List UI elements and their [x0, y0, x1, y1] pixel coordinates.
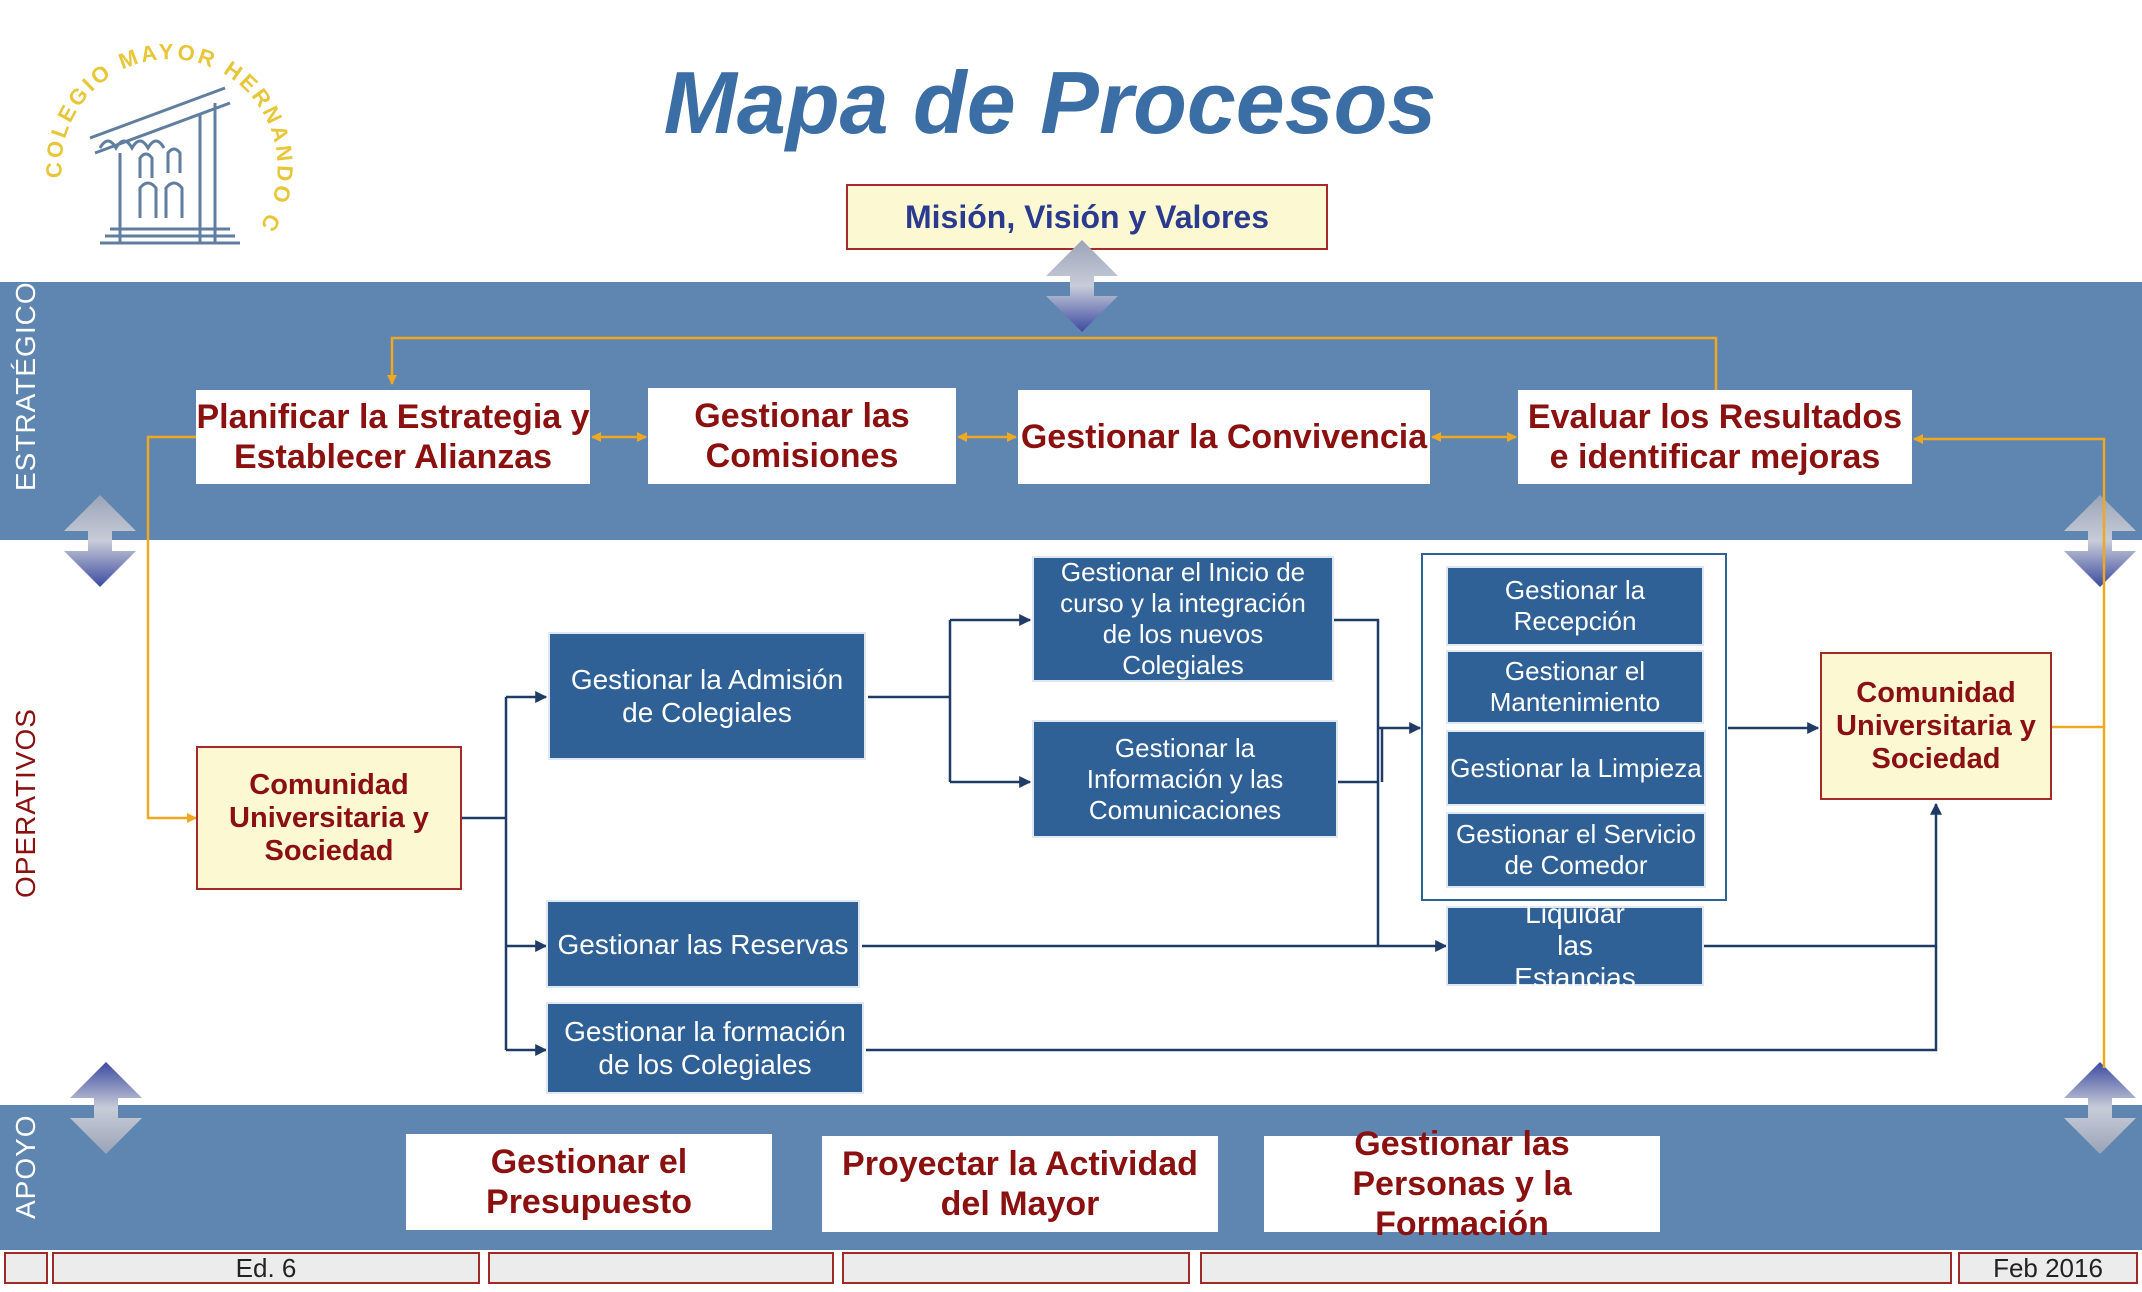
servicio-limpieza: Gestionar la Limpieza [1446, 730, 1706, 806]
proceso-informacion: Gestionar la Información y las Comunicac… [1032, 720, 1338, 838]
comunidad-salida: Comunidad Universitaria y Sociedad [1820, 652, 2052, 800]
footer-date: Feb 2016 [1958, 1252, 2138, 1284]
double-arrow-right-top [2064, 495, 2136, 587]
apoyo-presupuesto: Gestionar el Presupuesto [406, 1134, 772, 1230]
apoyo-actividad: Proyectar la Actividad del Mayor [822, 1136, 1218, 1232]
footer-cell-blank-3 [842, 1252, 1190, 1284]
estrategico-convivencia: Gestionar la Convivencia [1018, 390, 1430, 484]
link-formacion-salida [866, 946, 1938, 1052]
feedback-loop-top [387, 336, 1718, 390]
services-container [1421, 553, 1727, 901]
servicio-comedor: Gestionar el Servicio de Comedor [1446, 812, 1706, 888]
double-arrow-left-top [64, 495, 136, 587]
double-arrow-right-bottom [2064, 1062, 2136, 1154]
page-title: Mapa de Procesos [663, 53, 1437, 152]
proceso-formacion: Gestionar la formación de los Colegiales [546, 1002, 864, 1094]
proceso-inicio-curso: Gestionar el Inicio de curso y la integr… [1032, 556, 1334, 682]
apoyo-personas: Gestionar las Personas y la Formación [1264, 1125, 1660, 1243]
proceso-liquidar: Liquidar las Estancias [1446, 898, 1704, 993]
footer-cell-blank-2 [488, 1252, 834, 1284]
estrategico-evaluar: Evaluar los Resultados e identificar mej… [1518, 390, 1912, 484]
feedback-salida-to-evaluar [1913, 434, 2106, 729]
proceso-admision: Gestionar la Admisión de Colegiales [548, 632, 866, 760]
comunidad-entrada: Comunidad Universitaria y Sociedad [196, 746, 462, 890]
footer-cell-blank-4 [1200, 1252, 1952, 1284]
feedback-plan-to-entrada [146, 435, 197, 823]
servicio-mantenimiento: Gestionar el Mantenimiento [1446, 650, 1704, 724]
servicio-recepcion: Gestionar la Recepción [1446, 566, 1704, 646]
estrategico-planificar: Planificar la Estrategia y Establecer Al… [196, 390, 590, 484]
link-liquidar-salida [1704, 802, 1942, 948]
proceso-reservas: Gestionar las Reservas [546, 900, 860, 988]
footer-edition: Ed. 6 [52, 1252, 480, 1284]
double-arrow-left-bottom [70, 1062, 142, 1154]
estrategico-comisiones: Gestionar las Comisiones [648, 388, 956, 484]
college-logo: COLEGIO MAYOR HERNANDO COLÓN [40, 18, 295, 245]
double-arrow-mision [1046, 240, 1118, 332]
footer-cell-blank-1 [4, 1252, 48, 1284]
